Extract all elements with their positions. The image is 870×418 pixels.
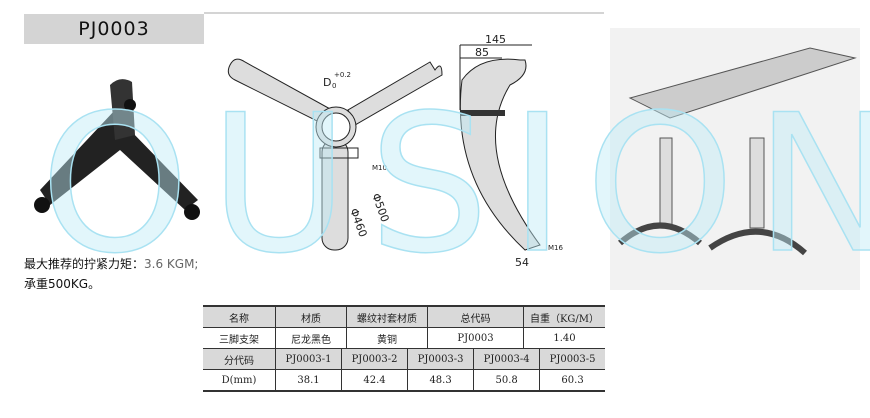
technical-drawing: D +0.2 0 M10 Φ460 Φ500 145 85 M16 54 [227, 33, 563, 269]
header-weight: 自重（KG/M） [523, 306, 605, 328]
cell: 50.8 [473, 369, 540, 391]
width-85-label: 85 [475, 46, 489, 59]
header-subcode: 分代码 [203, 349, 276, 370]
divider [204, 12, 604, 14]
cell: 48.3 [407, 369, 474, 391]
tolerance-upper: +0.2 [334, 71, 351, 79]
conveyor-application-photo [610, 28, 860, 290]
cell: 60.3 [539, 369, 605, 391]
cell: PJ0003-2 [341, 349, 408, 370]
torque-label: 最大推荐的拧紧力矩： [24, 257, 145, 271]
cell: PJ0003-4 [473, 349, 540, 370]
cell: PJ0003-1 [274, 349, 342, 370]
cell: 1.40 [523, 327, 605, 349]
cell: 42.4 [341, 369, 408, 391]
header-bushing-material: 螺纹衬套材质 [346, 306, 428, 328]
d500-label: Φ500 [369, 192, 391, 224]
tolerance-lower: 0 [332, 82, 336, 90]
cell: 38.1 [274, 369, 342, 391]
cell: 黄铜 [346, 327, 428, 349]
cell: PJ0003-3 [407, 349, 474, 370]
cell: PJ0003 [427, 327, 524, 349]
header-material: 材质 [275, 306, 347, 328]
tripod-photo [34, 79, 200, 220]
load-text: 承重500KG。 [24, 277, 101, 291]
d-label: D [323, 76, 331, 89]
cell: 尼龙黑色 [275, 327, 347, 349]
cell: PJ0003-5 [539, 349, 605, 370]
header-name: 名称 [203, 306, 276, 328]
spec-table: 名称 材质 螺纹衬套材质 总代码 自重（KG/M） 三脚支架 尼龙黑色 黄铜 P… [203, 305, 605, 350]
cell: D(mm) [221, 374, 257, 386]
d460-label: Φ460 [347, 207, 369, 239]
cell: 三脚支架 [219, 334, 259, 346]
product-code-title: PJ0003 [24, 14, 204, 44]
header-code: 总代码 [427, 306, 524, 328]
torque-value: 3.6 KGM; [144, 257, 199, 271]
width-54-label: 54 [515, 256, 529, 269]
m16-label: M16 [548, 244, 563, 252]
specification-text: 最大推荐的拧紧力矩：3.6 KGM; 承重500KG。 [24, 254, 198, 294]
sub-code-table: 分代码 PJ0003-1 PJ0003-2 PJ0003-3 PJ0003-4 … [203, 349, 605, 392]
width-145-label: 145 [485, 33, 506, 46]
m10-label: M10 [372, 164, 387, 172]
